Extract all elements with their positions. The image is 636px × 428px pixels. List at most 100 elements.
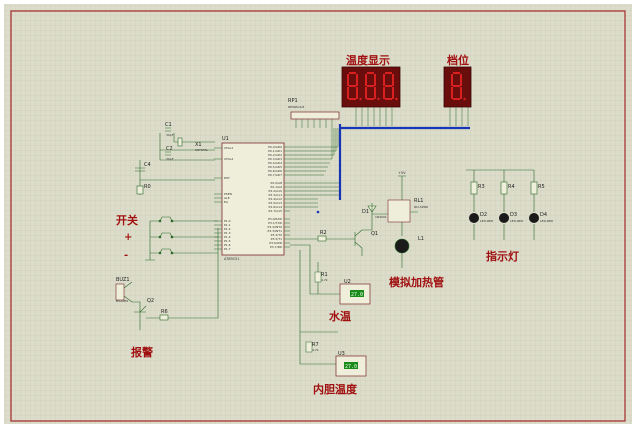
c2-value: 30pF bbox=[166, 157, 174, 161]
u3-label: U3 bbox=[338, 351, 345, 357]
mcu-pin-left: ALE bbox=[224, 196, 230, 200]
d3-label: D3 bbox=[510, 212, 517, 218]
d2-part: LED-RED bbox=[480, 219, 494, 223]
temp-display-label: 温度显示 bbox=[346, 53, 390, 67]
mcu-pin-right: P2.3/A11 bbox=[269, 193, 283, 197]
gear-label: 档位 bbox=[447, 53, 469, 67]
mcu-pin-right: P3.1/TXD bbox=[268, 221, 282, 225]
rl1-label: RL1 bbox=[414, 198, 423, 204]
u3-reading: 27.0 bbox=[345, 364, 357, 370]
alarm-label: 报警 bbox=[131, 345, 153, 359]
r4-label: R4 bbox=[508, 184, 515, 190]
mcu-pin-right: P0.4/AD4 bbox=[268, 161, 282, 165]
l1-label: L1 bbox=[418, 236, 424, 242]
minus-label: - bbox=[124, 250, 128, 261]
r3-label: R3 bbox=[478, 184, 485, 190]
c4-label: C4 bbox=[144, 162, 151, 168]
led-d3 bbox=[499, 213, 509, 223]
sheet-border bbox=[10, 10, 626, 422]
mcu-pin-left: P1.6 bbox=[224, 243, 231, 247]
r0-label: R0 bbox=[144, 184, 151, 190]
mcu-pin-right: P0.5/AD5 bbox=[268, 165, 282, 169]
plus-label: + bbox=[124, 232, 132, 243]
mcu-pin-left: P1.4 bbox=[224, 235, 231, 239]
seven-segment-digit bbox=[383, 72, 398, 101]
inner-temp-sensor-u3[interactable]: 27.0 bbox=[305, 341, 367, 377]
d4-part: LED-RED bbox=[540, 219, 554, 223]
r6-label: R6 bbox=[161, 309, 168, 315]
crystal-circuit[interactable] bbox=[135, 127, 215, 195]
rp1-part: RESPACK-8 bbox=[288, 105, 304, 109]
junction-dot bbox=[316, 210, 320, 214]
led-d4 bbox=[529, 213, 539, 223]
mcu-pin-right: P3.5/T1 bbox=[271, 237, 282, 241]
water-temp-sensor-u2[interactable]: 27.0 bbox=[290, 244, 371, 365]
mcu-pin-right: P0.2/AD2 bbox=[268, 153, 282, 157]
mcu-pin-right: P3.3/INT1 bbox=[268, 229, 283, 233]
x1-value: CRYSTAL bbox=[195, 148, 208, 152]
mcu-pin-right: P0.3/AD3 bbox=[268, 157, 282, 161]
button-switch[interactable] bbox=[150, 216, 218, 223]
temperature-display bbox=[341, 66, 401, 126]
water-temp-label: 水温 bbox=[329, 309, 351, 323]
resistor-pack-rp1[interactable] bbox=[290, 111, 340, 128]
mcu-pin-right: P0.1/AD1 bbox=[268, 149, 282, 153]
c1-label: C1 bbox=[165, 122, 172, 128]
r7-label: R7 bbox=[312, 342, 319, 348]
mcu-pin-left: P1.5 bbox=[224, 239, 231, 243]
r1-label: R1 bbox=[321, 272, 328, 278]
mcu-pin-left: XTAL2 bbox=[224, 157, 233, 161]
heater-label: 模拟加热管 bbox=[389, 275, 444, 289]
button-minus[interactable] bbox=[150, 248, 218, 255]
d1-part: 1N4001 bbox=[375, 215, 387, 219]
mcu-pin-right: P2.0/A8 bbox=[270, 181, 282, 185]
button-plus[interactable] bbox=[150, 232, 218, 239]
u2-label: U2 bbox=[344, 279, 351, 285]
mcu-u1[interactable]: U1 AT89C51 XTAL1XTAL2RSTPSENALEEAP1.0P1.… bbox=[214, 136, 290, 261]
r2-label: R2 bbox=[320, 230, 327, 236]
mcu-pin-right: P2.7/A15 bbox=[269, 209, 283, 213]
seven-segment-digit bbox=[451, 72, 466, 101]
q1-label: Q1 bbox=[371, 231, 378, 237]
led-d2 bbox=[469, 213, 479, 223]
mcu-pin-right: P0.7/AD7 bbox=[268, 173, 282, 177]
mcu-pin-right: P2.5/A13 bbox=[269, 201, 283, 205]
indicator-label: 指示灯 bbox=[486, 249, 519, 263]
mcu-pin-right: P2.1/A9 bbox=[270, 185, 282, 189]
mcu-pin-right: P3.4/T0 bbox=[271, 233, 282, 237]
u1-designator: U1 bbox=[222, 136, 229, 142]
switch-label: 开关 bbox=[116, 213, 138, 227]
mcu-pin-right: P2.2/A10 bbox=[269, 189, 283, 193]
x1-label: X1 bbox=[195, 142, 202, 148]
mcu-pin-right: P2.6/A14 bbox=[269, 205, 283, 209]
buz1-part: BUZZER bbox=[116, 299, 128, 303]
u1-part: AT89C51 bbox=[224, 257, 240, 261]
mcu-pin-left: P1.7 bbox=[224, 247, 231, 251]
inner-temp-label: 内胆温度 bbox=[313, 382, 358, 396]
mcu-pin-left: EA bbox=[224, 200, 229, 204]
relay-driver[interactable] bbox=[290, 175, 418, 268]
data-bus bbox=[338, 124, 470, 200]
mcu-pin-left: PSEN bbox=[224, 192, 232, 196]
mcu-pin-right: P2.4/A12 bbox=[269, 197, 283, 201]
seven-segment-digit bbox=[347, 72, 362, 101]
mcu-pin-right: P3.7/RD bbox=[270, 245, 283, 249]
buz1-label: BUZ1 bbox=[116, 277, 130, 283]
r5-label: R5 bbox=[538, 184, 545, 190]
mcu-pin-left: XTAL1 bbox=[224, 146, 233, 150]
indicator-leds[interactable] bbox=[466, 169, 538, 240]
seven-segment-digit bbox=[365, 72, 380, 101]
mcu-pin-left: P1.3 bbox=[224, 231, 231, 235]
vcc-label-relay: +5V bbox=[398, 171, 406, 175]
rp1-label: RP1 bbox=[288, 98, 298, 104]
rl1-part: RLY-SPNO bbox=[414, 205, 429, 209]
mcu-pin-right: P3.0/RXD bbox=[268, 217, 283, 221]
buzzer-alarm[interactable] bbox=[115, 228, 219, 330]
d3-part: LED-RED bbox=[510, 219, 524, 223]
mcu-pin-right: P0.6/AD6 bbox=[268, 169, 282, 173]
mcu-pin-right: P3.2/INT0 bbox=[268, 225, 283, 229]
r7-value: 4.7k bbox=[312, 348, 319, 352]
mcu-pin-left: P1.1 bbox=[224, 223, 231, 227]
